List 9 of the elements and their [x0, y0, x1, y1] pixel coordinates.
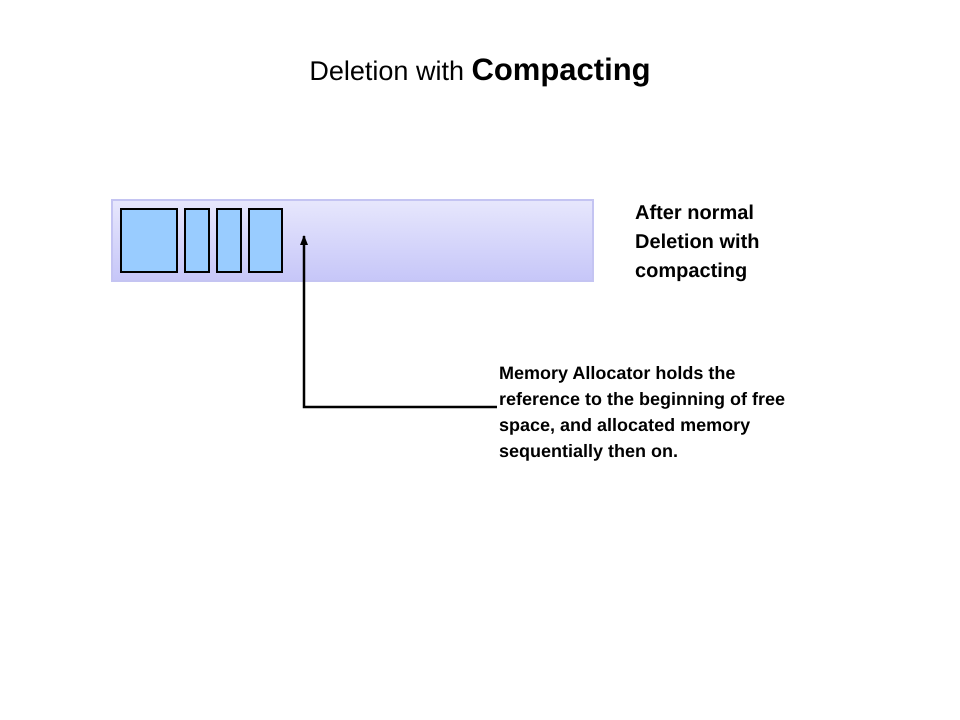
leader-arrow [300, 235, 497, 408]
caption-text: After normal Deletion with compacting [635, 201, 760, 284]
title: Deletion with Compacting [308, 52, 652, 88]
memory-block [216, 208, 242, 273]
memory-block [184, 208, 210, 273]
memory-block [120, 208, 178, 273]
annotation-text: Memory Allocator holds the reference to the beginning of free space, and allocated memory sequentially then on. [499, 360, 819, 464]
memory-block [248, 208, 283, 273]
memory-bar [111, 199, 594, 282]
